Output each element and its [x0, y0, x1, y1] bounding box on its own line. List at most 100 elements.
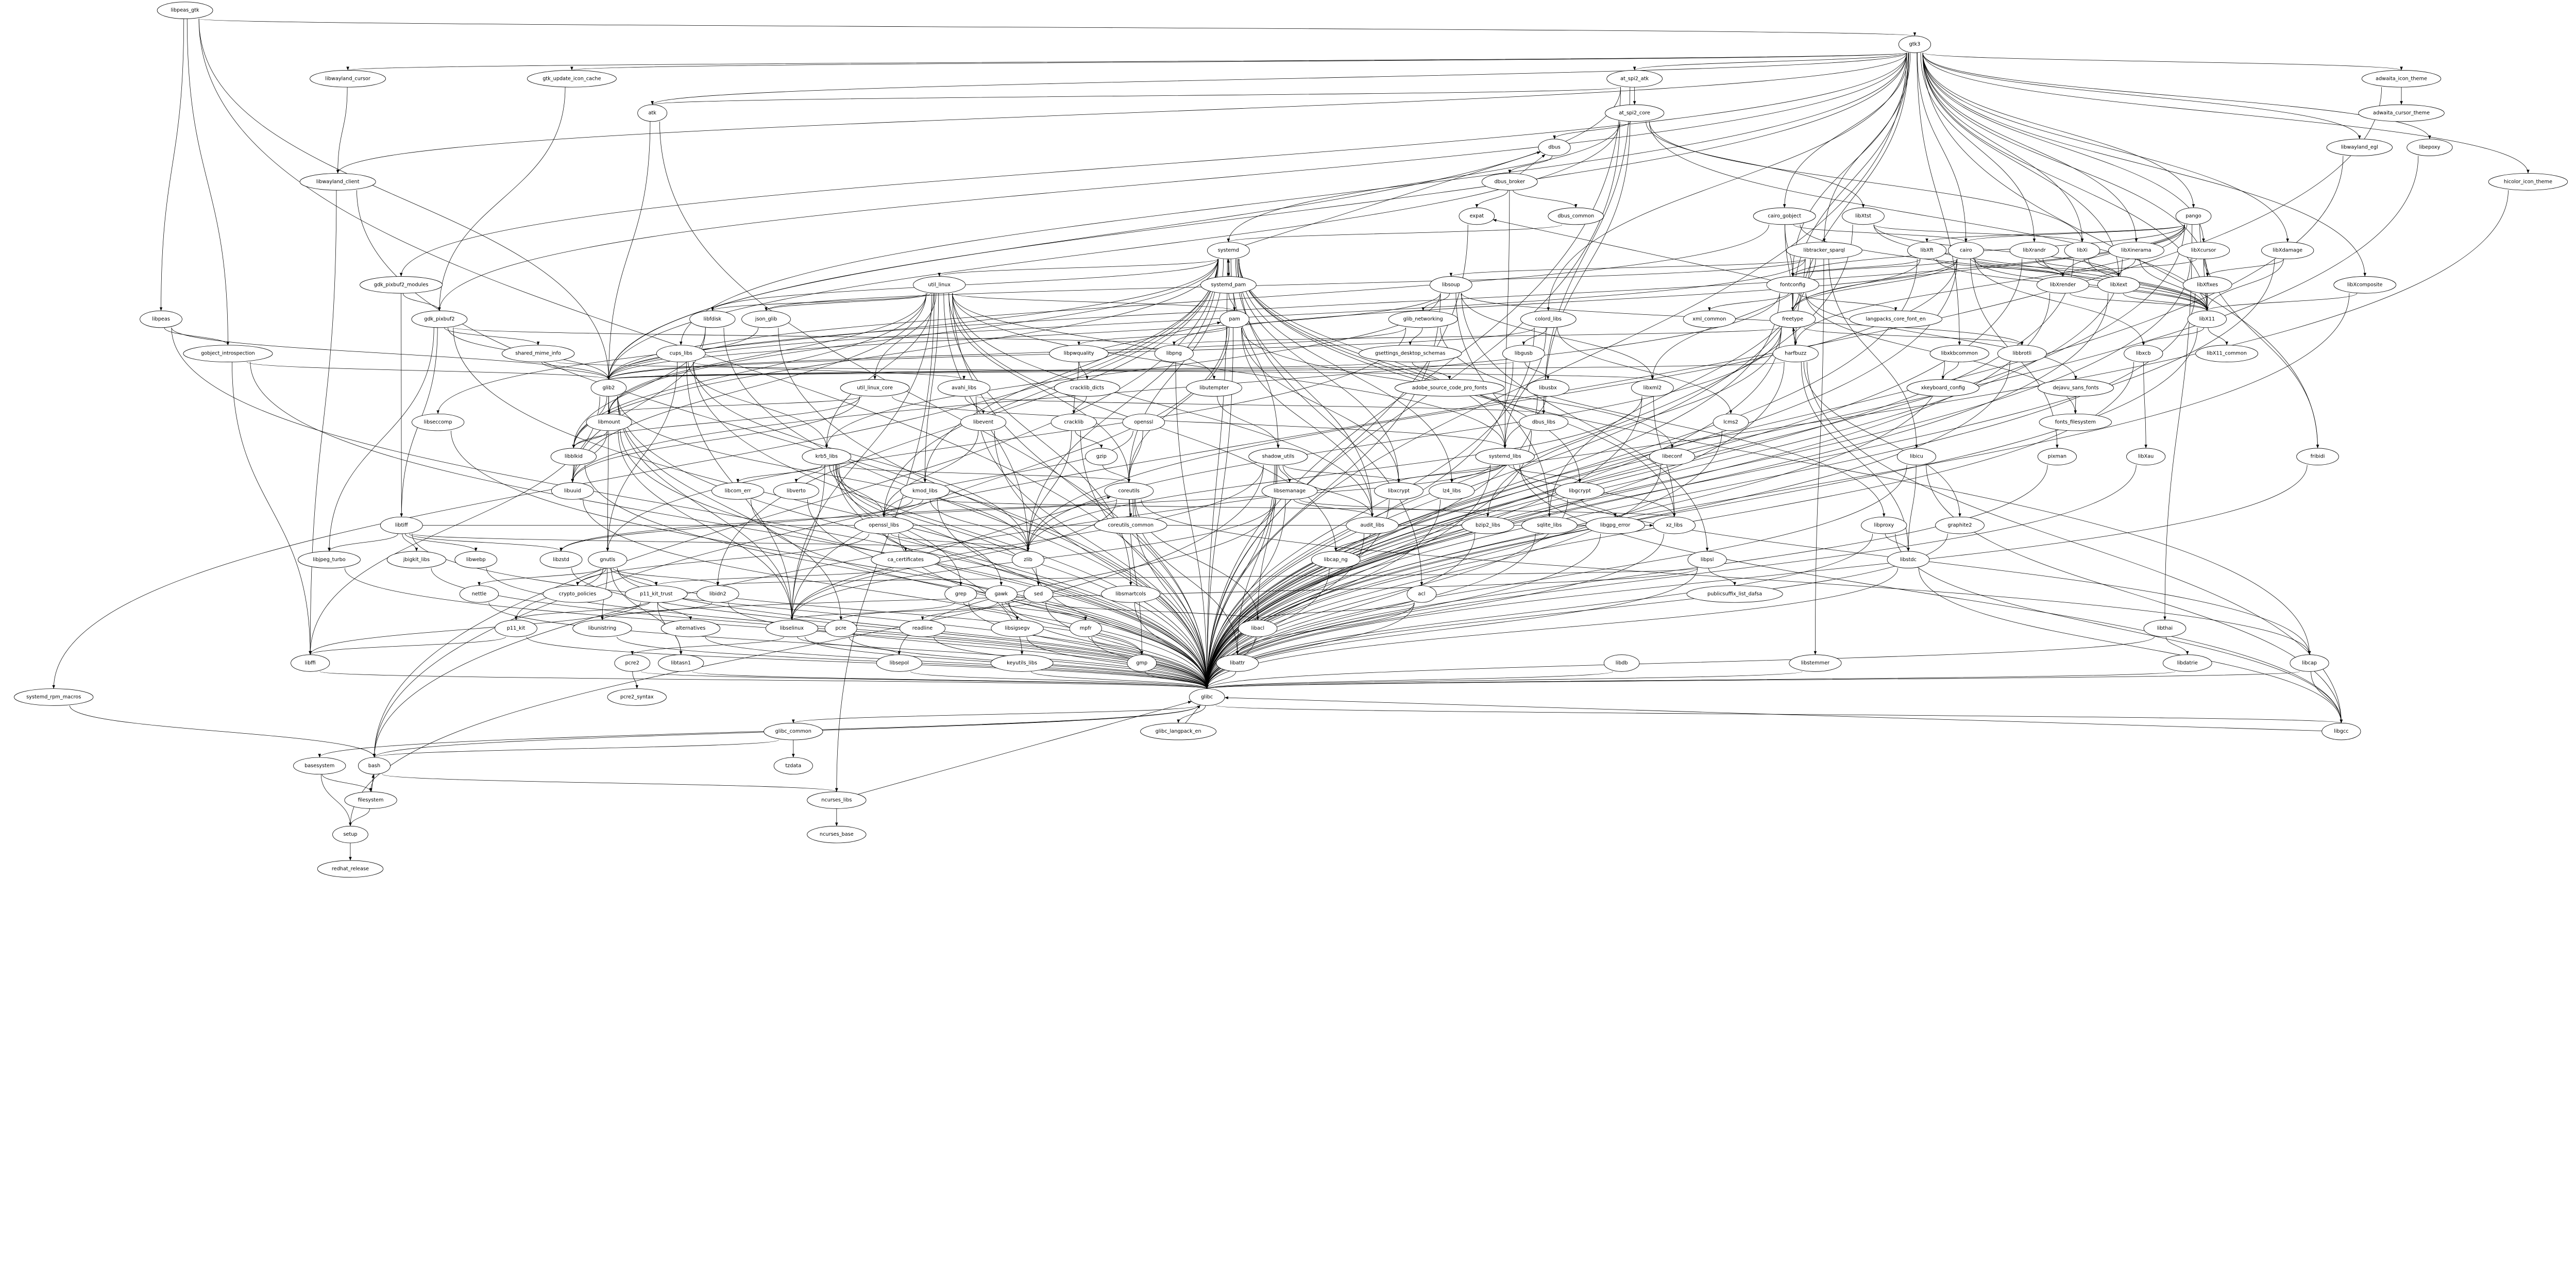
node-ncurses_base[interactable]: ncurses_base [807, 825, 867, 843]
node-libxcb[interactable]: libxcb [2124, 345, 2163, 362]
node-glibc[interactable]: glibc [1189, 688, 1225, 706]
node-pam[interactable]: pam [1219, 310, 1250, 328]
node-tzdata[interactable]: tzdata [773, 757, 813, 775]
node-gtk3[interactable]: gtk3 [1898, 36, 1931, 53]
node-libXi[interactable]: libXi [2064, 242, 2100, 259]
node-gmp[interactable]: gmp [1127, 654, 1157, 672]
node-libstemmer[interactable]: libstemmer [1789, 654, 1842, 672]
node-libwayland_cursor[interactable]: libwayland_cursor [310, 70, 386, 88]
node-libzstd[interactable]: libzstd [539, 551, 583, 568]
node-grep[interactable]: grep [944, 585, 977, 603]
node-expat[interactable]: expat [1459, 207, 1495, 225]
node-libutempter[interactable]: libutempter [1186, 379, 1242, 397]
node-adobe_source_code_pro_fonts[interactable]: adobe_source_code_pro_fonts [1394, 379, 1505, 397]
node-libstdc[interactable]: libstdc [1887, 551, 1930, 568]
node-libXau[interactable]: libXau [2126, 448, 2166, 465]
node-libXft[interactable]: libXft [1907, 242, 1947, 259]
node-audit_libs[interactable]: audit_libs [1346, 516, 1399, 534]
node-libeconf[interactable]: libeconf [1649, 448, 1696, 465]
node-gdk_pixbuf2[interactable]: gdk_pixbuf2 [411, 310, 468, 328]
node-libepoxy[interactable]: libepoxy [2406, 139, 2453, 156]
node-libpeas_gtk[interactable]: libpeas_gtk [157, 2, 213, 19]
node-libxcrypt[interactable]: libxcrypt [1374, 482, 1423, 500]
node-libgcrypt[interactable]: libgcrypt [1555, 482, 1605, 500]
node-atk[interactable]: atk [637, 104, 668, 122]
node-acl[interactable]: acl [1406, 585, 1437, 603]
node-cairo_gobject[interactable]: cairo_gobject [1753, 207, 1816, 225]
node-dbus_libs[interactable]: dbus_libs [1519, 413, 1569, 431]
node-json_glib[interactable]: json_glib [741, 310, 791, 328]
node-ca_certificates[interactable]: ca_certificates [871, 551, 941, 568]
node-fonts_filesystem[interactable]: fonts_filesystem [2039, 413, 2112, 431]
node-libXext[interactable]: libXext [2097, 276, 2140, 294]
node-alternatives[interactable]: alternatives [660, 619, 721, 637]
node-pango[interactable]: pango [2175, 207, 2212, 225]
node-gdk_pixbuf2_modules[interactable]: gdk_pixbuf2_modules [360, 276, 443, 294]
node-libuuid[interactable]: libuuid [551, 482, 594, 500]
node-glib_networking[interactable]: glib_networking [1388, 310, 1458, 328]
node-systemd[interactable]: systemd [1207, 242, 1250, 259]
node-mpfr[interactable]: mpfr [1069, 619, 1102, 637]
node-dejavu_sans_fonts[interactable]: dejavu_sans_fonts [2038, 379, 2114, 397]
node-libtracker_sparql[interactable]: libtracker_sparql [1786, 242, 1862, 259]
node-libsigsegv[interactable]: libsigsegv [991, 619, 1044, 637]
node-libmount[interactable]: libmount [586, 413, 632, 431]
node-libunistring[interactable]: libunistring [572, 619, 632, 637]
node-openssl_libs[interactable]: openssl_libs [854, 516, 914, 534]
node-libXdamage[interactable]: libXdamage [2261, 242, 2314, 259]
node-dbus_common[interactable]: dbus_common [1548, 207, 1604, 225]
node-jbigkit_libs[interactable]: jbigkit_libs [386, 551, 447, 568]
node-graphite2[interactable]: graphite2 [1935, 516, 1985, 534]
node-libdb[interactable]: libdb [1603, 654, 1640, 672]
node-basesystem[interactable]: basesystem [293, 757, 346, 775]
node-libtasn1[interactable]: libtasn1 [658, 654, 704, 672]
node-libselinux[interactable]: libselinux [765, 619, 819, 637]
node-gobject_introspection[interactable]: gobject_introspection [183, 345, 273, 362]
node-systemd_libs[interactable]: systemd_libs [1475, 448, 1535, 465]
node-xkeyboard_config[interactable]: xkeyboard_config [1906, 379, 1980, 397]
node-libjpeg_turbo[interactable]: libjpeg_turbo [298, 551, 361, 568]
node-keyutils_libs[interactable]: keyutils_libs [990, 654, 1054, 672]
node-libpng[interactable]: libpng [1154, 345, 1194, 362]
node-readline[interactable]: readline [899, 619, 946, 637]
node-libbrotli[interactable]: libbrotli [1997, 345, 2047, 362]
node-cracklib_dicts[interactable]: cracklib_dicts [1054, 379, 1121, 397]
node-libXcursor[interactable]: libXcursor [2177, 242, 2230, 259]
node-fribidi[interactable]: fribidi [2296, 448, 2339, 465]
node-shadow_utils[interactable]: shadow_utils [1248, 448, 1308, 465]
node-xz_libs[interactable]: xz_libs [1653, 516, 1696, 534]
node-p11_kit[interactable]: p11_kit [495, 619, 537, 637]
node-pcre[interactable]: pcre [824, 619, 857, 637]
node-glibc_common[interactable]: glibc_common [764, 722, 823, 740]
node-libX11[interactable]: libX11 [2187, 310, 2227, 328]
node-libwayland_egl[interactable]: libwayland_egl [2326, 139, 2393, 156]
node-libsepol[interactable]: libsepol [876, 654, 922, 672]
node-cups_libs[interactable]: cups_libs [656, 345, 706, 362]
node-pixman[interactable]: pixman [2037, 448, 2077, 465]
node-libattr[interactable]: libattr [1216, 654, 1259, 672]
node-libidn2[interactable]: libidn2 [696, 585, 739, 603]
node-redhat_release[interactable]: redhat_release [317, 860, 384, 878]
node-cairo[interactable]: cairo [1948, 242, 1984, 259]
node-libXrandr[interactable]: libXrandr [2009, 242, 2059, 259]
node-libffi[interactable]: libffi [291, 654, 330, 672]
node-gawk[interactable]: gawk [985, 585, 1018, 603]
node-at_spi2_core[interactable]: at_spi2_core [1605, 104, 1665, 122]
node-sqlite_libs[interactable]: sqlite_libs [1521, 516, 1578, 534]
node-coreutils[interactable]: coreutils [1104, 482, 1154, 500]
node-systemd_rpm_macros[interactable]: systemd_rpm_macros [13, 688, 94, 706]
node-gnutls[interactable]: gnutls [588, 551, 628, 568]
node-libblkid[interactable]: libblkid [550, 448, 597, 465]
node-glib2[interactable]: glib2 [590, 379, 627, 397]
node-filesystem[interactable]: filesystem [344, 791, 397, 809]
node-libXcomposite[interactable]: libXcomposite [2333, 276, 2397, 294]
node-freetype[interactable]: freetype [1770, 310, 1816, 328]
node-kmod_libs[interactable]: kmod_libs [900, 482, 950, 500]
node-libX11_common[interactable]: libX11_common [2195, 345, 2259, 362]
node-libXrender[interactable]: libXrender [2036, 276, 2090, 294]
node-libacl[interactable]: libacl [1238, 619, 1278, 637]
node-libpeas[interactable]: libpeas [140, 310, 182, 328]
node-libseccomp[interactable]: libseccomp [411, 413, 465, 431]
node-libevent[interactable]: libevent [960, 413, 1007, 431]
node-libproxy[interactable]: libproxy [1861, 516, 1907, 534]
